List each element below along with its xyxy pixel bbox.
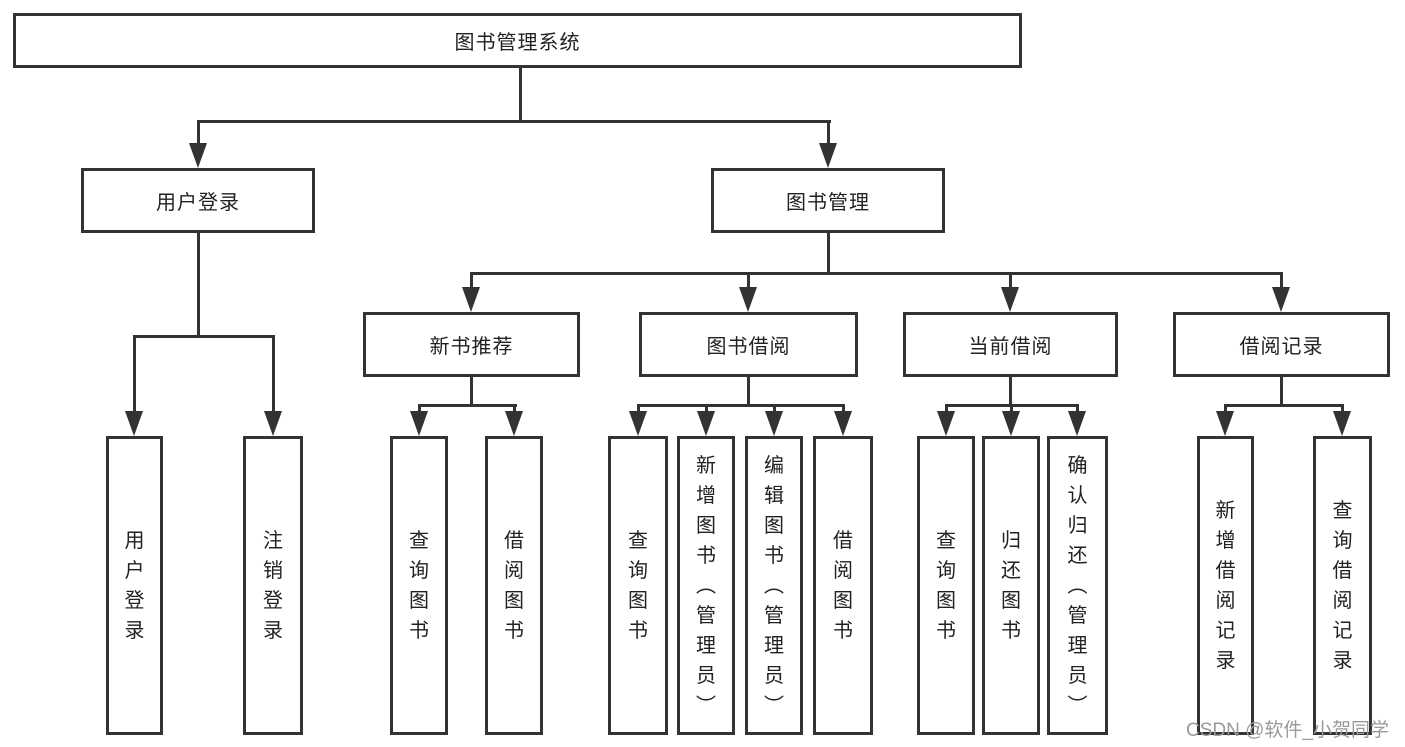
connector-level3-split bbox=[470, 272, 1283, 275]
leaf-label: 新增图书︵管理员︶ bbox=[696, 454, 716, 717]
connector-bb-split bbox=[637, 404, 845, 407]
leaf-label: 确认归还︵管理员︶ bbox=[1067, 454, 1088, 717]
arrowhead-cb-query bbox=[937, 411, 955, 436]
arrowhead-bb-borrow bbox=[834, 411, 852, 436]
leaf-label: 借阅图书 bbox=[504, 529, 524, 642]
leaf-label: 归还图书 bbox=[1001, 529, 1021, 642]
connector-stem-borrow-records bbox=[1280, 272, 1283, 290]
connector-br-stem-1 bbox=[1224, 404, 1227, 414]
leaf-cb-query-books: 查询图书 bbox=[917, 436, 975, 735]
connector-cb-stem-1 bbox=[945, 404, 948, 414]
leaf-br-query-record: 查询借阅记录 bbox=[1313, 436, 1372, 735]
leaf-label: 查询图书 bbox=[936, 529, 956, 642]
leaf-nb-query-books: 查询图书 bbox=[390, 436, 448, 735]
arrowhead-user-login bbox=[189, 143, 207, 168]
node-current-borrow: 当前借阅 bbox=[903, 312, 1118, 377]
connector-nb-split bbox=[418, 404, 517, 407]
leaf-bb-add-books-admin: 新增图书︵管理员︶ bbox=[677, 436, 735, 735]
connector-root-stem bbox=[519, 68, 522, 120]
node-new-book-recommend: 新书推荐 bbox=[363, 312, 580, 377]
connector-stem-book-mgmt bbox=[827, 120, 830, 146]
connector-bb-stem-4 bbox=[842, 404, 845, 414]
connector-bb-stem-2 bbox=[705, 404, 708, 414]
connector-user-split bbox=[133, 335, 275, 338]
arrowhead-br-add bbox=[1216, 411, 1234, 436]
connector-cb-stem bbox=[1009, 377, 1012, 406]
leaf-user-login: 用户登录 bbox=[106, 436, 163, 735]
leaf-logout: 注销登录 bbox=[243, 436, 303, 735]
connector-nb-stem-1 bbox=[418, 404, 421, 414]
connector-cb-stem-3 bbox=[1076, 404, 1079, 414]
connector-user-stem bbox=[197, 233, 200, 336]
connector-level1-split bbox=[197, 120, 831, 123]
connector-stem-leaf-login bbox=[133, 335, 136, 414]
leaf-label: 新增借阅记录 bbox=[1215, 499, 1236, 672]
connector-br-stem-2 bbox=[1341, 404, 1344, 414]
arrowhead-book-borrow bbox=[739, 287, 757, 312]
node-book-management: 图书管理 bbox=[711, 168, 945, 233]
arrowhead-bb-add bbox=[697, 411, 715, 436]
connector-stem-leaf-logout bbox=[272, 335, 275, 414]
node-book-management-system: 图书管理系统 bbox=[13, 13, 1022, 68]
node-book-borrow: 图书借阅 bbox=[639, 312, 858, 377]
arrowhead-nb-query bbox=[410, 411, 428, 436]
arrowhead-borrow-records bbox=[1272, 287, 1290, 312]
connector-nb-stem bbox=[470, 377, 473, 406]
arrowhead-new-book bbox=[462, 287, 480, 312]
arrowhead-bb-query bbox=[629, 411, 647, 436]
arrowhead-cb-return bbox=[1002, 411, 1020, 436]
connector-mgmt-stem bbox=[827, 233, 830, 274]
leaf-label: 查询借阅记录 bbox=[1332, 499, 1353, 672]
arrowhead-bb-edit bbox=[765, 411, 783, 436]
arrowhead-br-query bbox=[1333, 411, 1351, 436]
leaf-bb-edit-books-admin: 编辑图书︵管理员︶ bbox=[745, 436, 803, 735]
arrowhead-book-mgmt bbox=[819, 143, 837, 168]
leaf-label: 查询图书 bbox=[628, 529, 648, 642]
connector-bb-stem bbox=[747, 377, 750, 406]
arrowhead-nb-borrow bbox=[505, 411, 523, 436]
leaf-label: 编辑图书︵管理员︶ bbox=[764, 454, 784, 717]
connector-cb-stem-2 bbox=[1010, 404, 1013, 414]
leaf-cb-return-books: 归还图书 bbox=[982, 436, 1040, 735]
connector-bb-stem-3 bbox=[773, 404, 776, 414]
connector-stem-book-borrow bbox=[747, 272, 750, 290]
leaf-label: 借阅图书 bbox=[833, 529, 853, 642]
connector-bb-stem-1 bbox=[637, 404, 640, 414]
connector-br-split bbox=[1224, 404, 1344, 407]
leaf-cb-confirm-return-admin: 确认归还︵管理员︶ bbox=[1047, 436, 1108, 735]
leaf-br-add-record: 新增借阅记录 bbox=[1197, 436, 1254, 735]
leaf-label: 用户登录 bbox=[124, 529, 145, 642]
arrowhead-leaf-logout bbox=[264, 411, 282, 436]
connector-stem-user-login bbox=[197, 120, 200, 146]
arrowhead-current-borrow bbox=[1001, 287, 1019, 312]
connector-stem-new-book bbox=[470, 272, 473, 290]
leaf-label: 查询图书 bbox=[409, 529, 429, 642]
connector-br-stem bbox=[1280, 377, 1283, 406]
leaf-bb-borrow-books: 借阅图书 bbox=[813, 436, 873, 735]
connector-nb-stem-2 bbox=[513, 404, 516, 414]
watermark: CSDN @软件_小贺同学 bbox=[1186, 720, 1389, 741]
arrowhead-cb-confirm bbox=[1068, 411, 1086, 436]
leaf-nb-borrow-books: 借阅图书 bbox=[485, 436, 543, 735]
arrowhead-leaf-login bbox=[125, 411, 143, 436]
leaf-label: 注销登录 bbox=[263, 529, 283, 642]
node-borrow-records: 借阅记录 bbox=[1173, 312, 1390, 377]
leaf-bb-query-books: 查询图书 bbox=[608, 436, 668, 735]
node-user-login: 用户登录 bbox=[81, 168, 315, 233]
connector-stem-current-borrow bbox=[1009, 272, 1012, 290]
